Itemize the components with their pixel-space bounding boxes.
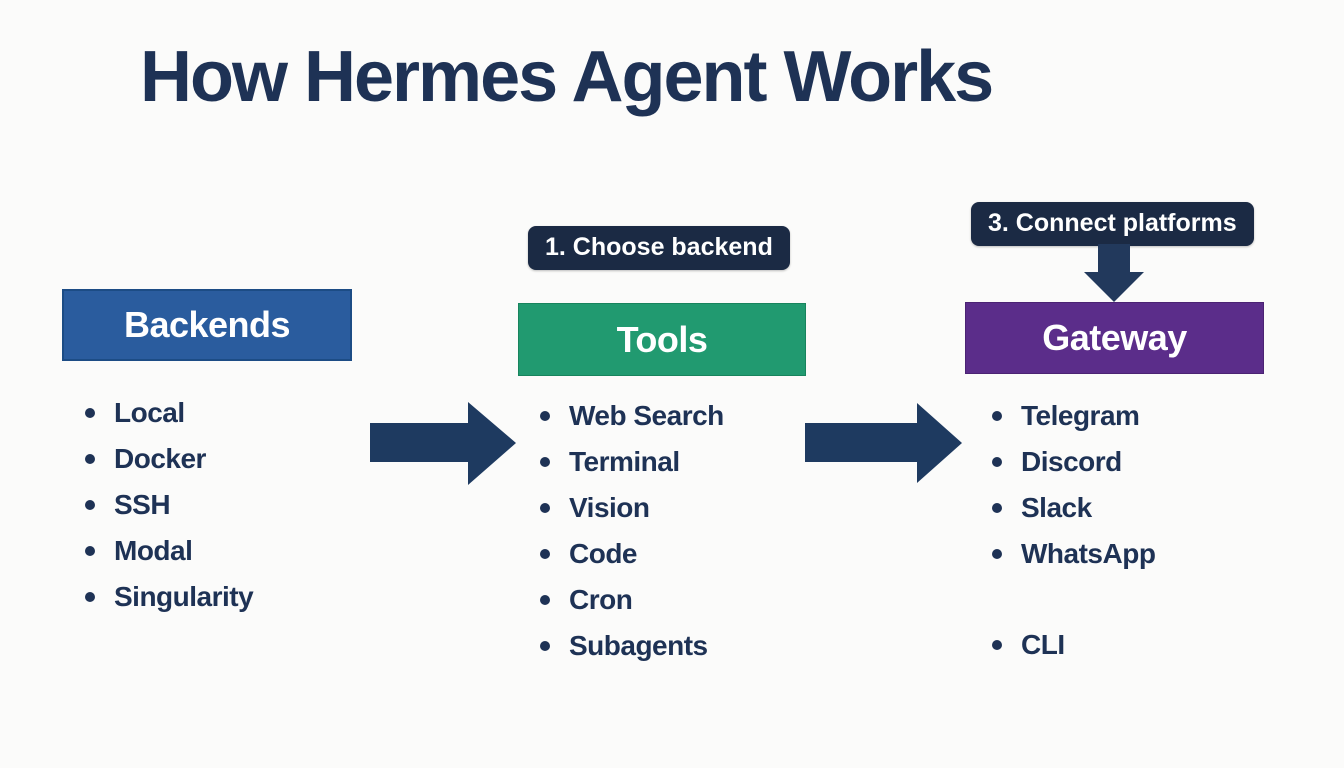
tools-header-label: Tools [616,318,708,360]
list-item: Code [540,531,724,577]
list-item-label: Modal [114,535,193,566]
step-label-choose-backend: 1. Choose backend [528,226,790,270]
page-title: How Hermes Agent Works [140,37,994,117]
bullet-icon [85,408,95,418]
block-arrow-down-icon [1084,244,1144,302]
list-item-label: Singularity [114,581,254,612]
bullet-icon [540,457,550,467]
backends-header: Backends [62,289,352,361]
gateway-header: Gateway [965,302,1264,374]
list-item: Cron [540,577,724,623]
list-item: Local [85,390,253,436]
list-item: WhatsApp [992,531,1156,577]
list-item: Subagents [540,623,724,669]
bullet-icon [540,549,550,559]
bullet-icon [85,592,95,602]
list-item: CLI [992,622,1155,668]
list-item-label: Discord [1021,446,1122,477]
list-item: Terminal [540,439,724,485]
bullet-icon [992,549,1002,559]
step-label-connect-platforms: 3. Connect platforms [971,202,1254,246]
list-item-label: Local [114,397,185,428]
list-item-label: Code [569,538,638,569]
bullet-icon [992,640,1002,650]
bullet-icon [992,503,1002,513]
gateway-list: Telegram Discord Slack WhatsApp CLI [992,393,1156,668]
list-item: Singularity [85,574,254,620]
list-item-label: Slack [1021,492,1092,523]
block-arrow-right-icon [370,402,516,485]
list-item: SSH [85,482,253,528]
block-arrow-right-icon [805,403,962,483]
list-item-label: Vision [569,492,650,523]
list-item-label: WhatsApp [1021,538,1156,569]
list-item: Modal [85,528,253,574]
bullet-icon [540,595,550,605]
list-item: Vision [540,485,724,531]
list-item-label: CLI [1021,629,1065,660]
list-item: Slack [992,485,1155,531]
list-item-label: Telegram [1021,400,1140,431]
list-item-label: Subagents [569,630,708,661]
bullet-icon [992,411,1002,421]
list-item-label: Terminal [569,446,680,477]
tools-list: Web Search Terminal Vision Code Cron Sub… [540,393,724,669]
bullet-icon [85,546,95,556]
tools-header: Tools [518,303,806,376]
bullet-icon [992,457,1002,467]
list-item-label: Cron [569,584,633,615]
list-item-label: Web Search [569,400,724,431]
gateway-header-label: Gateway [1042,317,1187,358]
backends-list: Local Docker SSH Modal Singularity [85,390,254,620]
backends-header-label: Backends [123,304,291,345]
bullet-icon [85,500,95,510]
bullet-icon [540,411,550,421]
list-item: Docker [85,436,253,482]
bullet-icon [85,454,95,464]
list-item-label: Docker [114,443,206,474]
bullet-icon [540,503,550,513]
bullet-icon [540,641,550,651]
list-item: Discord [992,439,1155,485]
list-item: Web Search [540,393,724,439]
list-item: Telegram [992,393,1155,439]
list-item-label: SSH [114,489,171,520]
